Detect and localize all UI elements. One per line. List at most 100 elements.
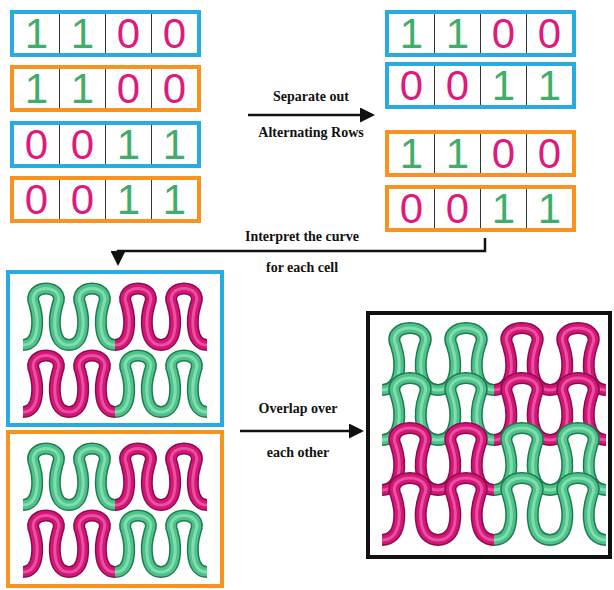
digit-cell: 1	[151, 125, 197, 164]
digit-cell: 1	[105, 180, 151, 219]
digit-cell: 1	[105, 125, 151, 164]
arrow-label: Alternating Rows	[258, 125, 363, 141]
row-box: 1100	[385, 10, 576, 57]
stitch-curve	[115, 355, 161, 412]
stitch-curve	[69, 355, 115, 412]
stitch-body	[69, 355, 115, 412]
row-box: 1100	[385, 130, 576, 177]
stitch-body	[161, 448, 207, 505]
digit-cell: 1	[480, 66, 526, 105]
stitch-highlight	[161, 288, 207, 345]
row-box: 0011	[385, 62, 576, 109]
stitch-curve	[161, 515, 207, 572]
stitch-highlight	[69, 355, 115, 412]
process-arrow	[248, 114, 372, 117]
stitch-highlight	[161, 448, 207, 505]
stitch-highlight	[23, 448, 69, 505]
digit-cell: 1	[434, 134, 480, 173]
row-box: 1100	[10, 65, 201, 112]
process-arrow	[240, 430, 361, 433]
stitch-highlight	[115, 355, 161, 412]
stitch-curve	[550, 478, 606, 540]
stitch-body	[69, 515, 115, 572]
row-box: 0011	[10, 121, 201, 168]
stitch-highlight	[23, 288, 69, 345]
stitch-body	[115, 448, 161, 505]
stitch-outline	[23, 515, 69, 572]
digit-cell: 0	[14, 125, 59, 164]
stitch-outline	[69, 448, 115, 505]
stitch-body	[161, 355, 207, 412]
blue-frame	[8, 272, 222, 425]
stitch-outline	[69, 288, 115, 345]
stitch-outline	[115, 515, 161, 572]
stitch-body	[115, 355, 161, 412]
stitch-body	[494, 478, 550, 540]
stitch-curve	[115, 515, 161, 572]
stitch-curve	[69, 288, 115, 345]
stitch-outline	[115, 288, 161, 345]
stitch-highlight	[23, 515, 69, 572]
stitch-outline	[161, 355, 207, 412]
stitch-body	[115, 515, 161, 572]
stitch-body	[382, 478, 438, 540]
stitch-highlight	[115, 515, 161, 572]
stitch-curve	[115, 288, 161, 345]
result-frame	[368, 313, 610, 557]
stitch-curve	[23, 355, 69, 412]
digit-cell: 1	[434, 14, 480, 53]
stitch-outline	[115, 448, 161, 505]
digit-cell: 1	[14, 14, 59, 53]
stitch-outline	[23, 448, 69, 505]
stitch-curve	[438, 478, 494, 540]
digit-cell: 1	[14, 69, 59, 108]
digit-cell: 1	[59, 14, 105, 53]
stitch-curve	[69, 448, 115, 505]
arrow-label: Overlap over	[259, 401, 338, 417]
digit-cell: 0	[434, 189, 480, 228]
stitch-highlight	[161, 355, 207, 412]
arrow-label: each other	[267, 445, 330, 461]
orange-frame	[8, 432, 222, 586]
stitch-curve	[23, 288, 69, 345]
stitch-highlight	[23, 355, 69, 412]
digit-cell: 1	[480, 189, 526, 228]
stitch-curve	[161, 355, 207, 412]
stitch-highlight	[115, 448, 161, 505]
digit-cell: 1	[526, 66, 572, 105]
row-box: 1100	[10, 10, 201, 57]
row-box: 0011	[385, 185, 576, 232]
digit-cell: 0	[480, 14, 526, 53]
digit-cell: 0	[526, 134, 572, 173]
stitch-curve	[161, 448, 207, 505]
arrow-label: for each cell	[266, 260, 338, 276]
stitch-highlight	[494, 478, 550, 540]
stitch-body	[550, 478, 606, 540]
digit-cell: 0	[151, 69, 197, 108]
stitch-curve	[382, 478, 438, 540]
stitch-body	[161, 515, 207, 572]
stitch-body	[23, 448, 69, 505]
stitch-highlight	[550, 478, 606, 540]
row-box: 0011	[10, 176, 201, 223]
digit-cell: 0	[480, 134, 526, 173]
digit-cell: 0	[14, 180, 59, 219]
stitch-outline	[382, 478, 438, 540]
stitch-body	[23, 355, 69, 412]
digit-cell: 0	[105, 69, 151, 108]
stitch-outline	[69, 515, 115, 572]
stitch-body	[161, 288, 207, 345]
stitch-body	[23, 288, 69, 345]
stitch-body	[115, 288, 161, 345]
arrow-label: Interpret the curve	[245, 229, 359, 245]
digit-cell: 0	[434, 66, 480, 105]
stitch-highlight	[115, 288, 161, 345]
digit-cell: 0	[151, 14, 197, 53]
stitch-body	[23, 515, 69, 572]
stitch-outline	[69, 355, 115, 412]
digit-cell: 1	[59, 69, 105, 108]
stitch-highlight	[382, 478, 438, 540]
stitch-outline	[550, 478, 606, 540]
stitch-outline	[23, 355, 69, 412]
